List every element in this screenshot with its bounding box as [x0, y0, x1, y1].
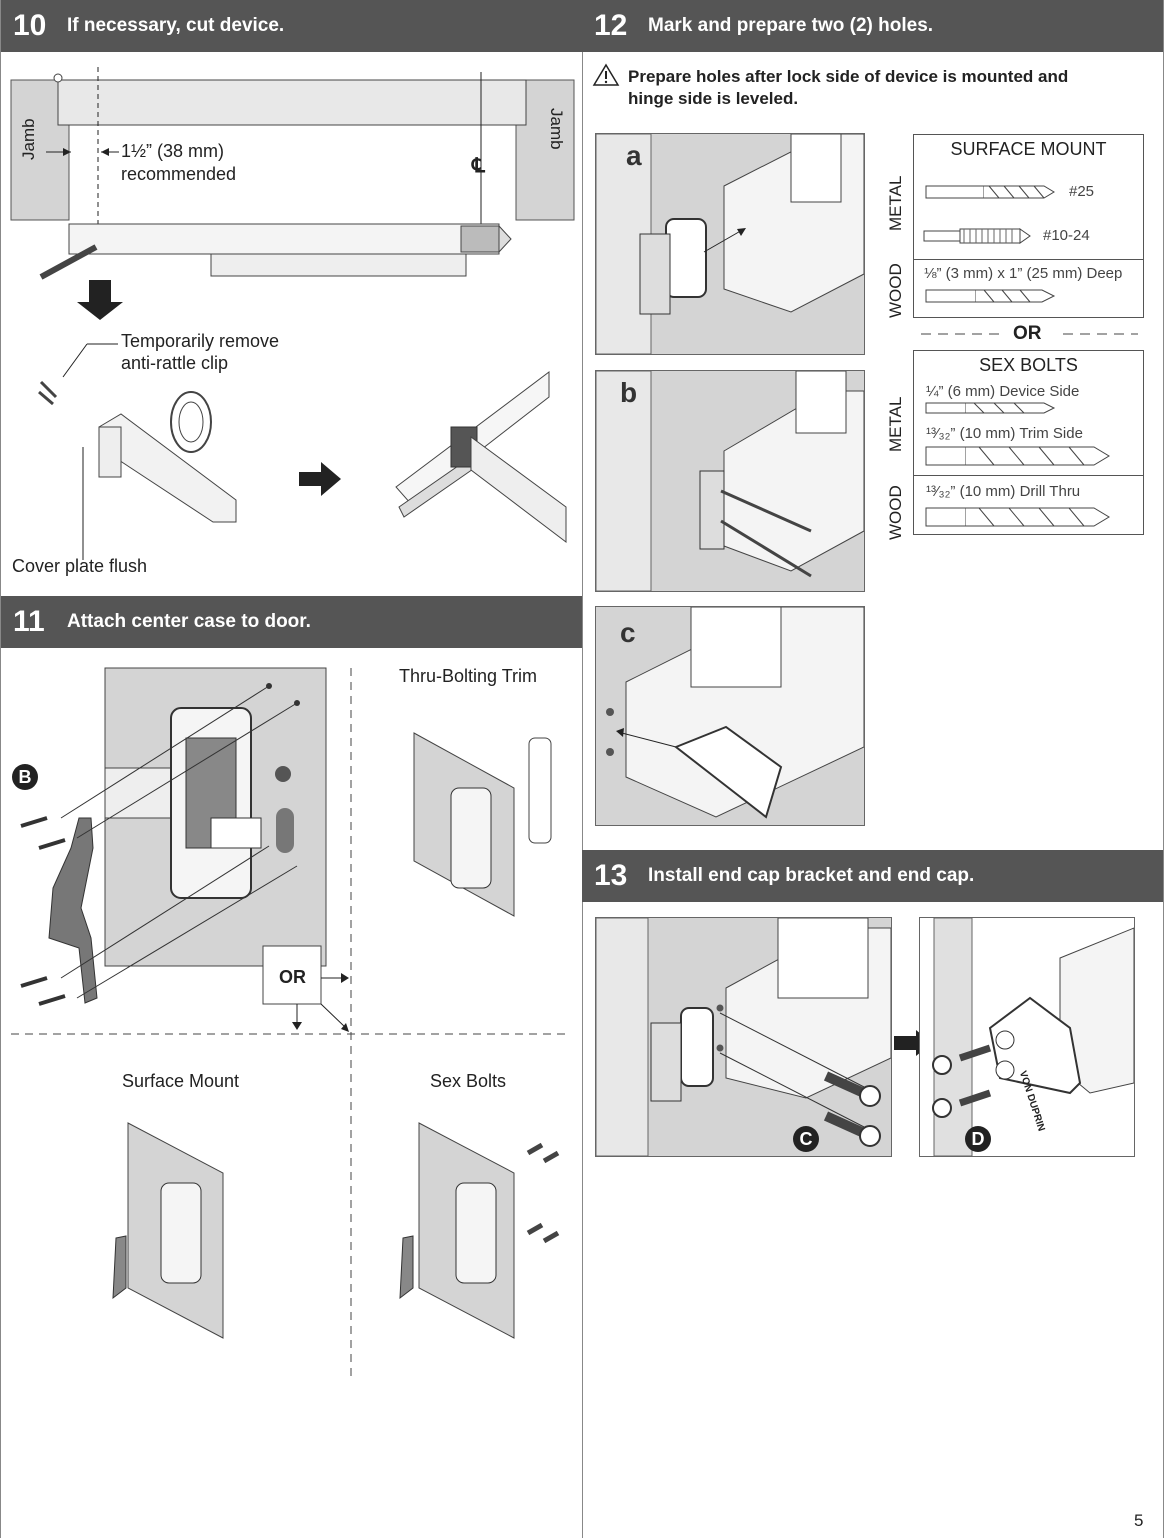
jamb-left-label: Jamb: [19, 118, 38, 160]
warning-icon: [592, 63, 620, 86]
screw-icon: [932, 1044, 992, 1118]
panel-label: a: [626, 140, 642, 171]
panel-label: c: [620, 617, 636, 648]
spec-title: SEX BOLTS: [979, 355, 1078, 375]
panel-a: a: [595, 133, 865, 355]
tap-icon: [923, 228, 1031, 244]
drill-bit-icon: [925, 185, 1055, 199]
step-number: 12: [594, 9, 628, 42]
cut-device-diagram: [10, 67, 575, 560]
drill-bit-icon: [925, 446, 1110, 466]
surface-mount-label: Surface Mount: [122, 1071, 240, 1091]
drill-bit-icon: [925, 289, 1056, 303]
panel-c: c: [595, 606, 865, 826]
wood-label: WOOD: [886, 263, 905, 318]
callout-c: C: [793, 1126, 819, 1152]
drill-bit-icon: [925, 507, 1110, 527]
sex-bolts-label: Sex Bolts: [430, 1071, 507, 1091]
cover-plate-label: Cover plate flush: [12, 556, 148, 576]
panel-label: b: [620, 377, 638, 408]
surface-mount-spec: SURFACE MOUNT #25 #10-24 ⅛” (3 mm) x 1” …: [913, 134, 1144, 318]
thru-bolting-label: Thru-Bolting Trim: [399, 666, 538, 686]
panel-b: b: [595, 370, 865, 592]
step-number: 11: [13, 605, 45, 638]
attach-case-diagram: [11, 667, 571, 1378]
or-label: OR: [279, 967, 306, 987]
step-number: 10: [13, 9, 47, 42]
drill-thru-size: ¹³⁄₃₂” (10 mm) Drill Thru: [926, 483, 1081, 500]
step-13-header: 13 Install end cap bracket and end cap.: [582, 850, 1163, 902]
end-cap-bracket-panel: C: [595, 917, 892, 1157]
drill-bit-icon: [925, 402, 1056, 414]
device-side-size: ¼” (6 mm) Device Side: [926, 383, 1080, 400]
measurement-label: 1½” (38 mm): [121, 141, 225, 161]
screw-icon: [20, 816, 66, 1006]
drill-size-25: #25: [1069, 183, 1095, 200]
left-column: 10 If necessary, cut device.: [0, 0, 583, 1538]
centerline-symbol: ℄: [472, 155, 485, 177]
screw-icon: [823, 1071, 881, 1147]
step-title: If necessary, cut device.: [67, 15, 285, 36]
remove-clip-label-2: anti-rattle clip: [121, 353, 229, 373]
end-cap-panel: VON DUPRIN D: [919, 917, 1135, 1157]
remove-clip-label: Temporarily remove: [121, 331, 280, 351]
spec-title: SURFACE MOUNT: [950, 139, 1107, 159]
right-column: 12 Mark and prepare two (2) holes. Prepa…: [582, 0, 1164, 1538]
or-label: OR: [1013, 323, 1042, 344]
trim-side-size: ¹³⁄₃₂” (10 mm) Trim Side: [926, 425, 1083, 442]
step-number: 13: [594, 859, 628, 892]
right-arrow-icon: [299, 462, 341, 496]
tap-size: #10-24: [1043, 227, 1090, 244]
or-divider: [921, 333, 1138, 335]
sex-bolts-spec: SEX BOLTS ¼” (6 mm) Device Side ¹³⁄₃₂” (…: [913, 350, 1144, 535]
jamb-right-label: Jamb: [547, 108, 566, 150]
wood-label: WOOD: [886, 485, 905, 540]
step-title: Attach center case to door.: [67, 611, 311, 632]
page-number: 5: [1134, 1511, 1144, 1530]
wood-drill-size: ⅛” (3 mm) x 1” (25 mm) Deep: [924, 265, 1123, 282]
step-11-header: 11 Attach center case to door.: [1, 596, 582, 648]
measurement-label-2: recommended: [121, 164, 237, 184]
warning-text: Prepare holes after lock side of device …: [628, 67, 1069, 86]
callout-b: B: [12, 764, 38, 790]
warning-text-2: hinge side is leveled.: [628, 89, 799, 108]
step-10-header: 10 If necessary, cut device.: [1, 0, 582, 52]
metal-label: METAL: [886, 396, 905, 452]
metal-label: METAL: [886, 175, 905, 231]
step-title: Install end cap bracket and end cap.: [648, 865, 975, 886]
callout-d: D: [965, 1126, 991, 1152]
step-title: Mark and prepare two (2) holes.: [648, 15, 934, 36]
down-arrow-icon: [77, 280, 123, 320]
step-12-header: 12 Mark and prepare two (2) holes.: [582, 0, 1163, 52]
